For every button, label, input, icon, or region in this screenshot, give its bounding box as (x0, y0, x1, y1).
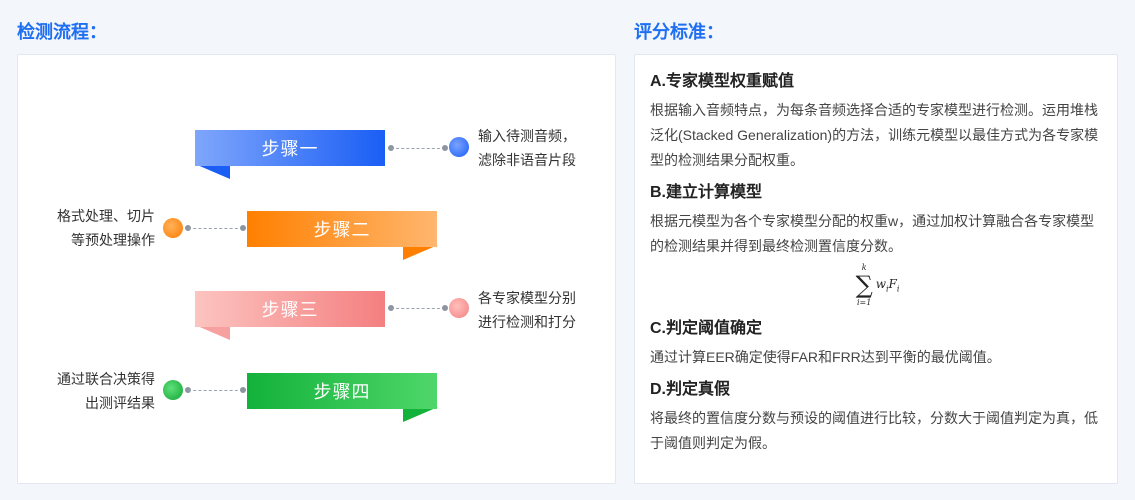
step-2-ribbon: 步骤二 (247, 211, 437, 247)
desc-line: 格式处理、切片 (57, 208, 155, 224)
step-4-dot (163, 380, 183, 400)
desc-line: 通过联合决策得 (57, 371, 155, 387)
criteria-content: A.专家模型权重赋值 根据输入音频特点，为每条音频选择合适的专家模型进行检测。运… (650, 70, 1105, 464)
connector-dot (240, 387, 246, 393)
connector-line (188, 390, 243, 391)
connector-line (188, 228, 243, 229)
formula-term: wiFi (876, 277, 900, 293)
section-a-text: 根据输入音频特点，为每条音频选择合适的专家模型进行检测。运用堆栈泛化(Stack… (650, 102, 1099, 168)
formula-w: w (875, 276, 886, 291)
step-2-dot (163, 218, 183, 238)
step-1-dot (449, 137, 469, 157)
section-a-heading: A.专家模型权重赋值 (650, 73, 795, 90)
desc-line: 进行检测和打分 (478, 314, 576, 330)
desc-line: 输入待测音频， (478, 128, 576, 144)
step-4-ribbon: 步骤四 (247, 373, 437, 409)
section-b-text: 根据元模型为各个专家模型分配的权重w，通过加权计算融合各专家模型的检测结果并得到… (650, 213, 1095, 254)
formula-sub: i (885, 284, 889, 294)
step-1-ribbon: 步骤一 (195, 130, 385, 166)
connector-dot (442, 305, 448, 311)
process-title: 检测流程： (17, 22, 107, 42)
desc-line: 等预处理操作 (71, 232, 155, 248)
step-1-desc: 输入待测音频， 滤除非语音片段 (478, 124, 576, 172)
step-3-desc: 各专家模型分别进行检测和打分 (478, 286, 576, 334)
step-4-desc: 通过联合决策得出测评结果 (57, 367, 155, 415)
criteria-panel (634, 54, 1118, 484)
connector-line (391, 148, 445, 149)
connector-dot (240, 225, 246, 231)
formula-lower: i=1 (856, 298, 872, 307)
formula-sigma-stack: k ∑ i=1 (856, 263, 873, 307)
step-2-desc: 格式处理、切片等预处理操作 (57, 204, 155, 252)
section-b-heading: B.建立计算模型 (650, 184, 763, 201)
connector-line (391, 308, 445, 309)
formula-sub: i (896, 284, 900, 294)
step-3-dot (449, 298, 469, 318)
section-d-text: 将最终的置信度分数与预设的阈值进行比较，分数大于阈值判定为真，低于阈值则判定为假… (650, 410, 1098, 451)
formula-sigma: ∑ (855, 271, 873, 299)
process-panel (17, 54, 616, 484)
weighted-sum-formula: k ∑ i=1 wiFi (856, 263, 900, 307)
section-c-heading: C.判定阈值确定 (650, 320, 763, 337)
formula-upper: k (861, 263, 867, 272)
formula-f: F (888, 276, 897, 291)
criteria-title: 评分标准： (634, 22, 724, 42)
desc-line: 滤除非语音片段 (478, 152, 576, 168)
connector-dot (442, 145, 448, 151)
step-3-ribbon: 步骤三 (195, 291, 385, 327)
desc-line: 各专家模型分别 (478, 290, 576, 306)
section-c-text: 通过计算EER确定使得FAR和FRR达到平衡的最优阈值。 (650, 349, 1001, 365)
desc-line: 出测评结果 (85, 395, 155, 411)
section-d-heading: D.判定真假 (650, 381, 731, 398)
